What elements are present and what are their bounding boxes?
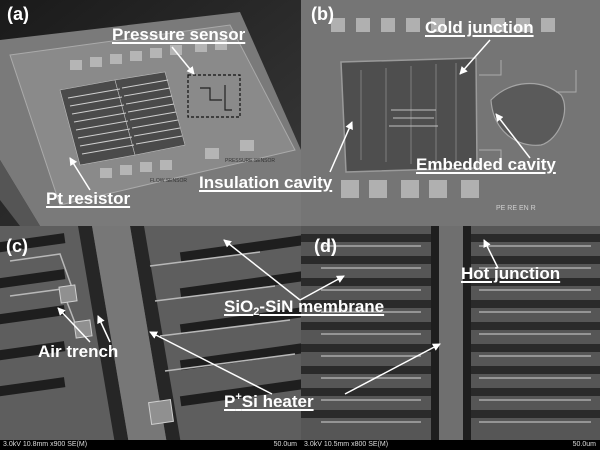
- panel-c-tag: (c): [6, 236, 28, 256]
- panel-c-footer-info: 3.0kV 10.8mm x900 SE(M): [3, 441, 88, 448]
- panel-d-tag: (d): [314, 236, 337, 256]
- chip-text-pressure: PRESSURE SENSOR: [225, 158, 275, 164]
- label-embedded-cavity: Embedded cavity: [416, 155, 556, 174]
- label-sin-membrane: -SiN membrane: [259, 297, 385, 316]
- panel-a: FLOW SENSOR PRESSURE SENSOR (a) Pressure…: [0, 0, 301, 226]
- label-pressure-sensor: Pressure sensor: [112, 25, 246, 44]
- label-pt-resistor: Pt resistor: [46, 189, 131, 208]
- label-p: P: [224, 392, 236, 411]
- label-air-trench: Air trench: [38, 342, 119, 361]
- label-si-heater: Si heater: [241, 392, 314, 411]
- label-insulation-cavity: Insulation cavity: [199, 173, 333, 192]
- panel-d-scale: 50.0um: [572, 441, 596, 448]
- panel-b-tag: (b): [311, 4, 334, 24]
- label-hot-junction: Hot junction: [461, 264, 561, 283]
- panel-d-footer-info: 3.0kV 10.5mm x800 SE(M): [304, 441, 389, 448]
- label-sio2-sin-membrane: SiO2-SiN membrane: [224, 298, 384, 318]
- label-cold-junction: Cold junction: [425, 18, 534, 37]
- panel-c-footer: 3.0kV 10.8mm x900 SE(M) 50.0um: [0, 440, 301, 450]
- label-sio2-subscript: 2: [253, 306, 260, 318]
- panel-d-footer: 3.0kV 10.5mm x800 SE(M) 50.0um: [301, 440, 600, 450]
- panel-c: (c) Air trench 3.0kV 10.8mm x900 SE(M) 5…: [0, 226, 301, 450]
- label-p-superscript: +: [235, 391, 242, 403]
- panel-b: PE RE EN R (b) Cold junction Embedded ca…: [301, 0, 600, 226]
- panel-d-image: [301, 226, 600, 450]
- panel-c-scale: 50.0um: [273, 441, 297, 448]
- chip-text-b: PE RE EN R: [496, 205, 536, 212]
- panel-a-tag: (a): [7, 4, 29, 24]
- panel-d: (d) Hot junction 3.0kV 10.5mm x800 SE(M)…: [301, 226, 600, 450]
- chip-text-flow: FLOW SENSOR: [150, 178, 187, 184]
- label-sio2: SiO: [224, 297, 254, 316]
- label-p-si-heater: P+Si heater: [224, 391, 314, 411]
- panel-b-image: PE RE EN R: [301, 0, 600, 226]
- panel-c-image: [0, 226, 301, 450]
